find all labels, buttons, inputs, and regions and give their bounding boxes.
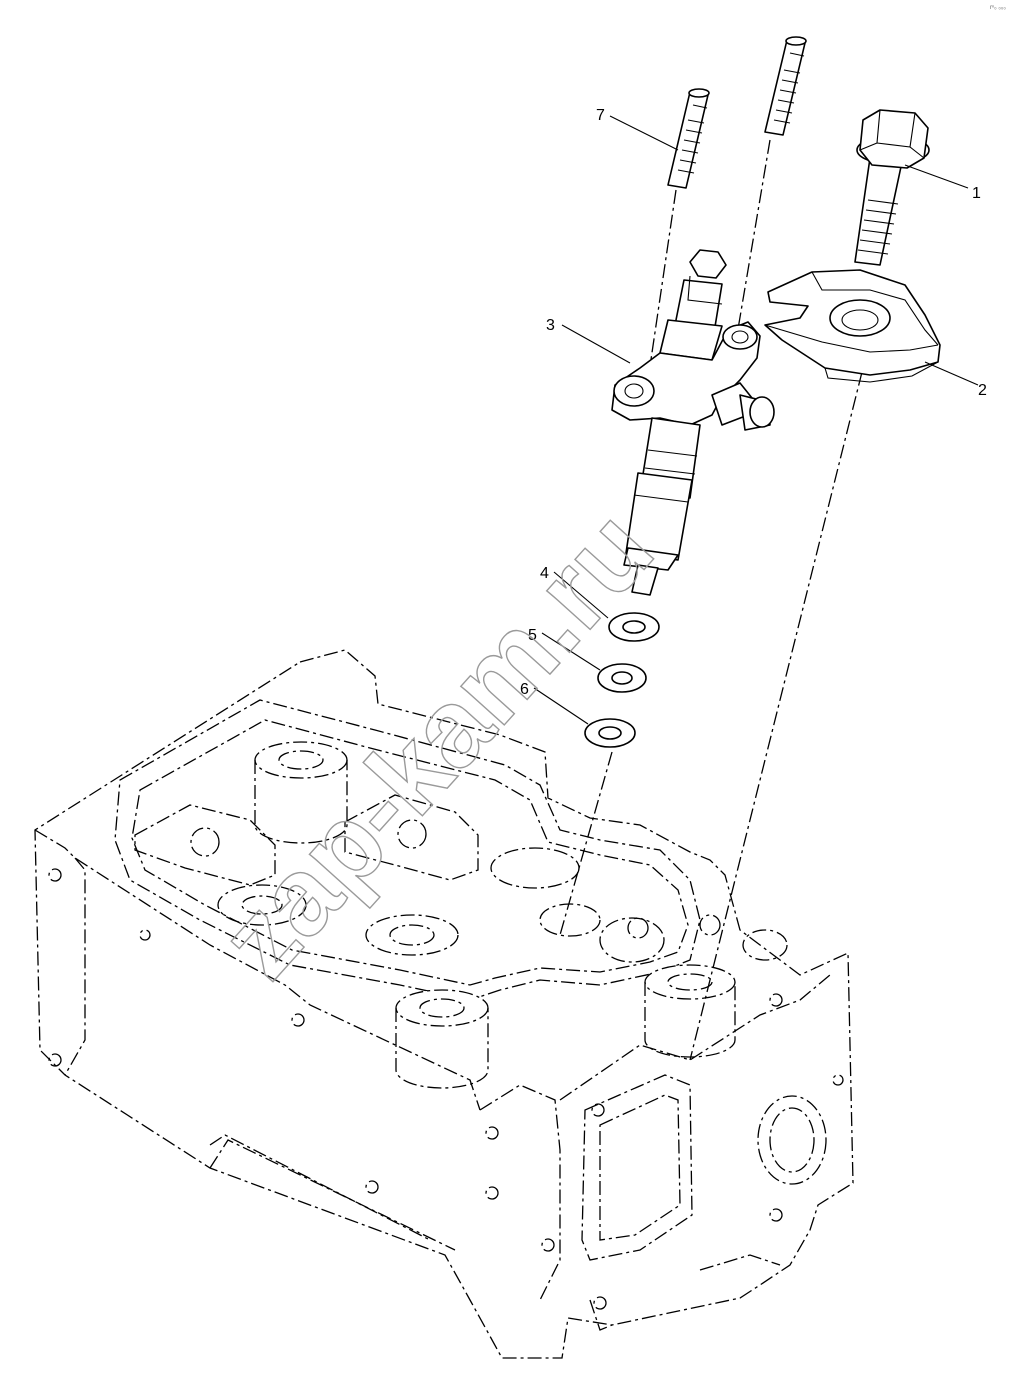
part-stud-right [764, 36, 807, 136]
callout-2: 2 [978, 382, 987, 399]
cylinder-head-phantom [34, 649, 854, 1359]
callout-4: 4 [540, 565, 549, 582]
leader-lines [533, 115, 979, 725]
callout-7: 7 [596, 107, 605, 124]
part-7-stud [667, 88, 710, 189]
part-6-washer [584, 718, 636, 748]
part-5-washer [597, 663, 647, 693]
callout-6: 6 [520, 681, 529, 698]
callout-labels: 1 2 3 4 5 6 7 [520, 107, 987, 698]
callout-5: 5 [528, 627, 537, 644]
corner-mark: rⁿ₀ ₀₀₀ [990, 4, 1006, 11]
callout-3: 3 [546, 317, 555, 334]
part-4-washer [608, 612, 660, 642]
callout-1: 1 [972, 185, 981, 202]
part-2-clamp [764, 269, 941, 383]
part-1-flange-bolt [854, 109, 930, 266]
part-3-injector [611, 249, 775, 596]
